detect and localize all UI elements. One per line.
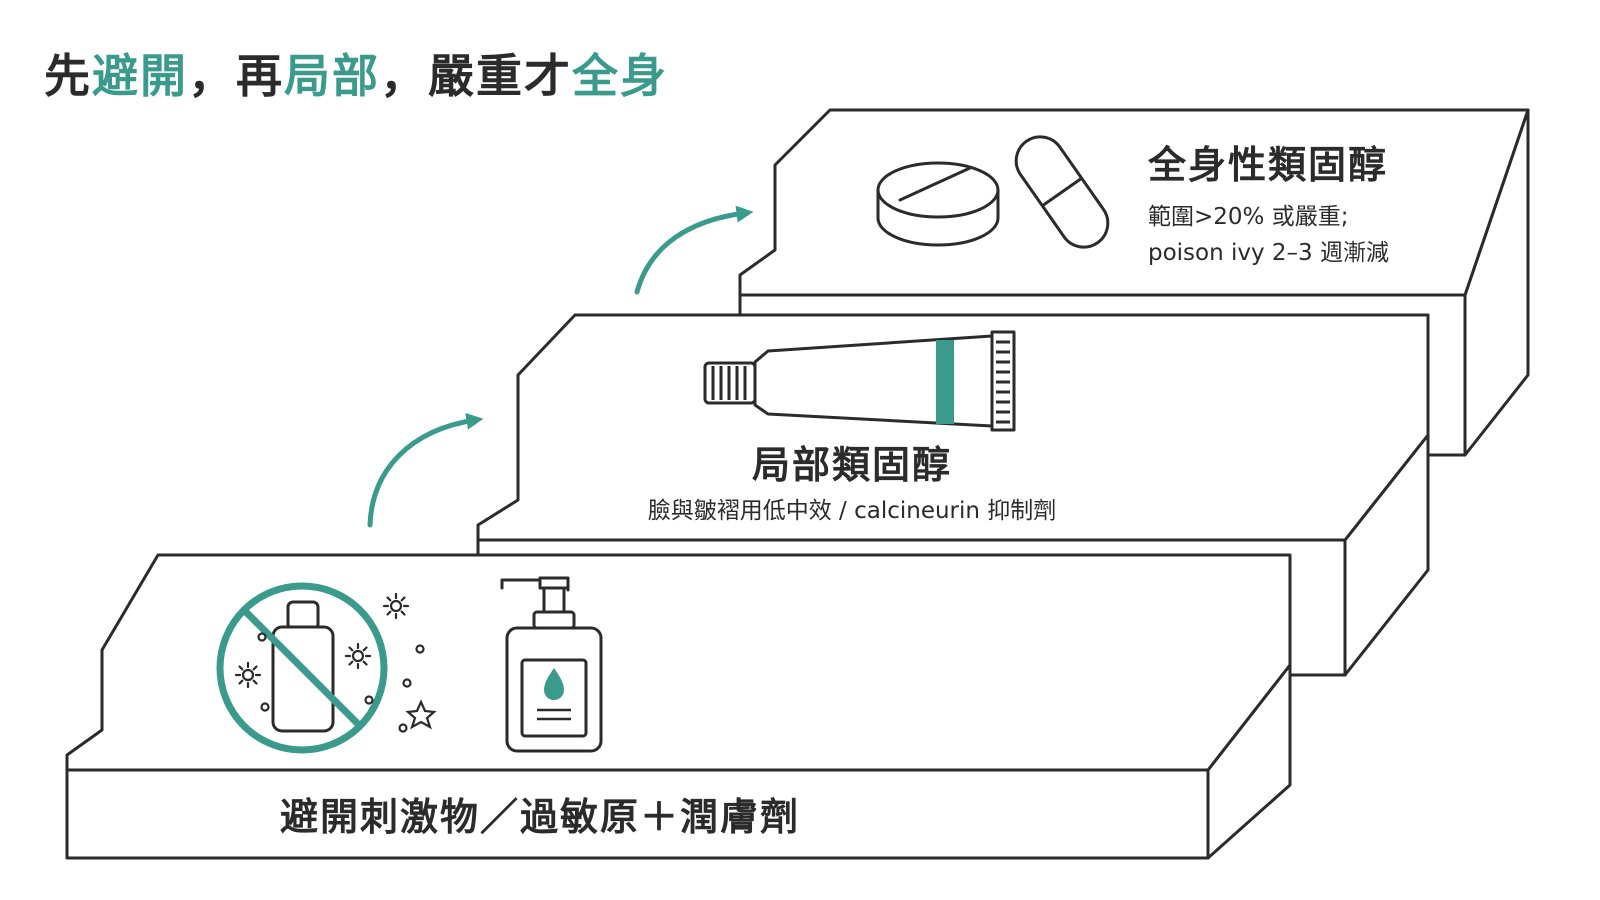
step2-title: 局部類固醇 xyxy=(752,443,952,487)
no-irritant-bottle-icon xyxy=(216,582,388,754)
arrow-step2-to-step3 xyxy=(634,205,754,295)
headline-part-1: 先 xyxy=(44,49,92,103)
lotion-pump-bottle-icon xyxy=(500,576,603,753)
headline-highlight-systemic: 全身 xyxy=(572,49,668,103)
step3-top-face xyxy=(738,108,1530,297)
headline-part-3: ，嚴重才 xyxy=(380,49,572,103)
headline-highlight-avoid: 避開 xyxy=(92,49,188,103)
step3-desc-line2: poison ivy 2–3 週漸減 xyxy=(1148,240,1389,266)
headline-highlight-topical: 局部 xyxy=(284,49,380,103)
step2-desc: 臉與皺褶用低中效 / calcineurin 抑制劑 xyxy=(648,498,1057,524)
ointment-tube-icon xyxy=(703,330,1016,432)
allergen-particles-icon xyxy=(234,592,437,733)
step3-desc-line1: 範圍>20% 或嚴重; xyxy=(1148,204,1348,230)
page-title: 先避開，再局部，嚴重才全身 xyxy=(44,40,668,106)
capsule-icon xyxy=(1014,135,1110,249)
step1-title: 避開刺激物／過敏原＋潤膚劑 xyxy=(280,795,800,839)
step1-front-face xyxy=(65,768,1210,860)
step3-title: 全身性類固醇 xyxy=(1147,143,1388,187)
arrow-step1-to-step2 xyxy=(367,412,484,528)
step-avoid-moisturize xyxy=(65,553,1292,860)
headline-part-2: ，再 xyxy=(188,49,284,103)
step1-top-face xyxy=(65,553,1292,772)
tablet-icon xyxy=(876,161,1000,247)
